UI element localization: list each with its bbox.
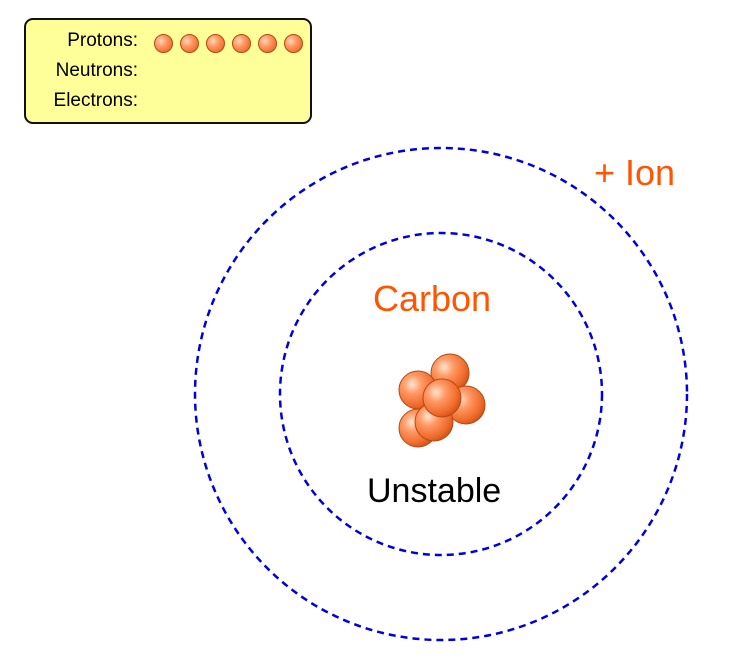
outer-electron-shell: [193, 146, 689, 642]
proton-icon: [206, 34, 225, 53]
particle-count-legend: Protons: Neutrons: Electrons:: [24, 18, 312, 124]
nucleus: [398, 353, 486, 448]
protons-label: Protons:: [67, 30, 138, 51]
proton-count-icons: [154, 34, 303, 53]
proton-icon: [180, 34, 199, 53]
neutrons-label: Neutrons:: [55, 60, 138, 81]
proton-icon: [232, 34, 251, 53]
element-name-label: Carbon: [373, 278, 492, 319]
proton[interactable]: [422, 378, 462, 418]
stability-label: Unstable: [367, 472, 502, 510]
proton-icon: [154, 34, 173, 53]
electrons-label: Electrons:: [53, 90, 138, 111]
ion-charge-label: + Ion: [594, 152, 676, 193]
proton-icon: [284, 34, 303, 53]
proton-icon: [258, 34, 277, 53]
inner-electron-shell: [278, 231, 604, 557]
